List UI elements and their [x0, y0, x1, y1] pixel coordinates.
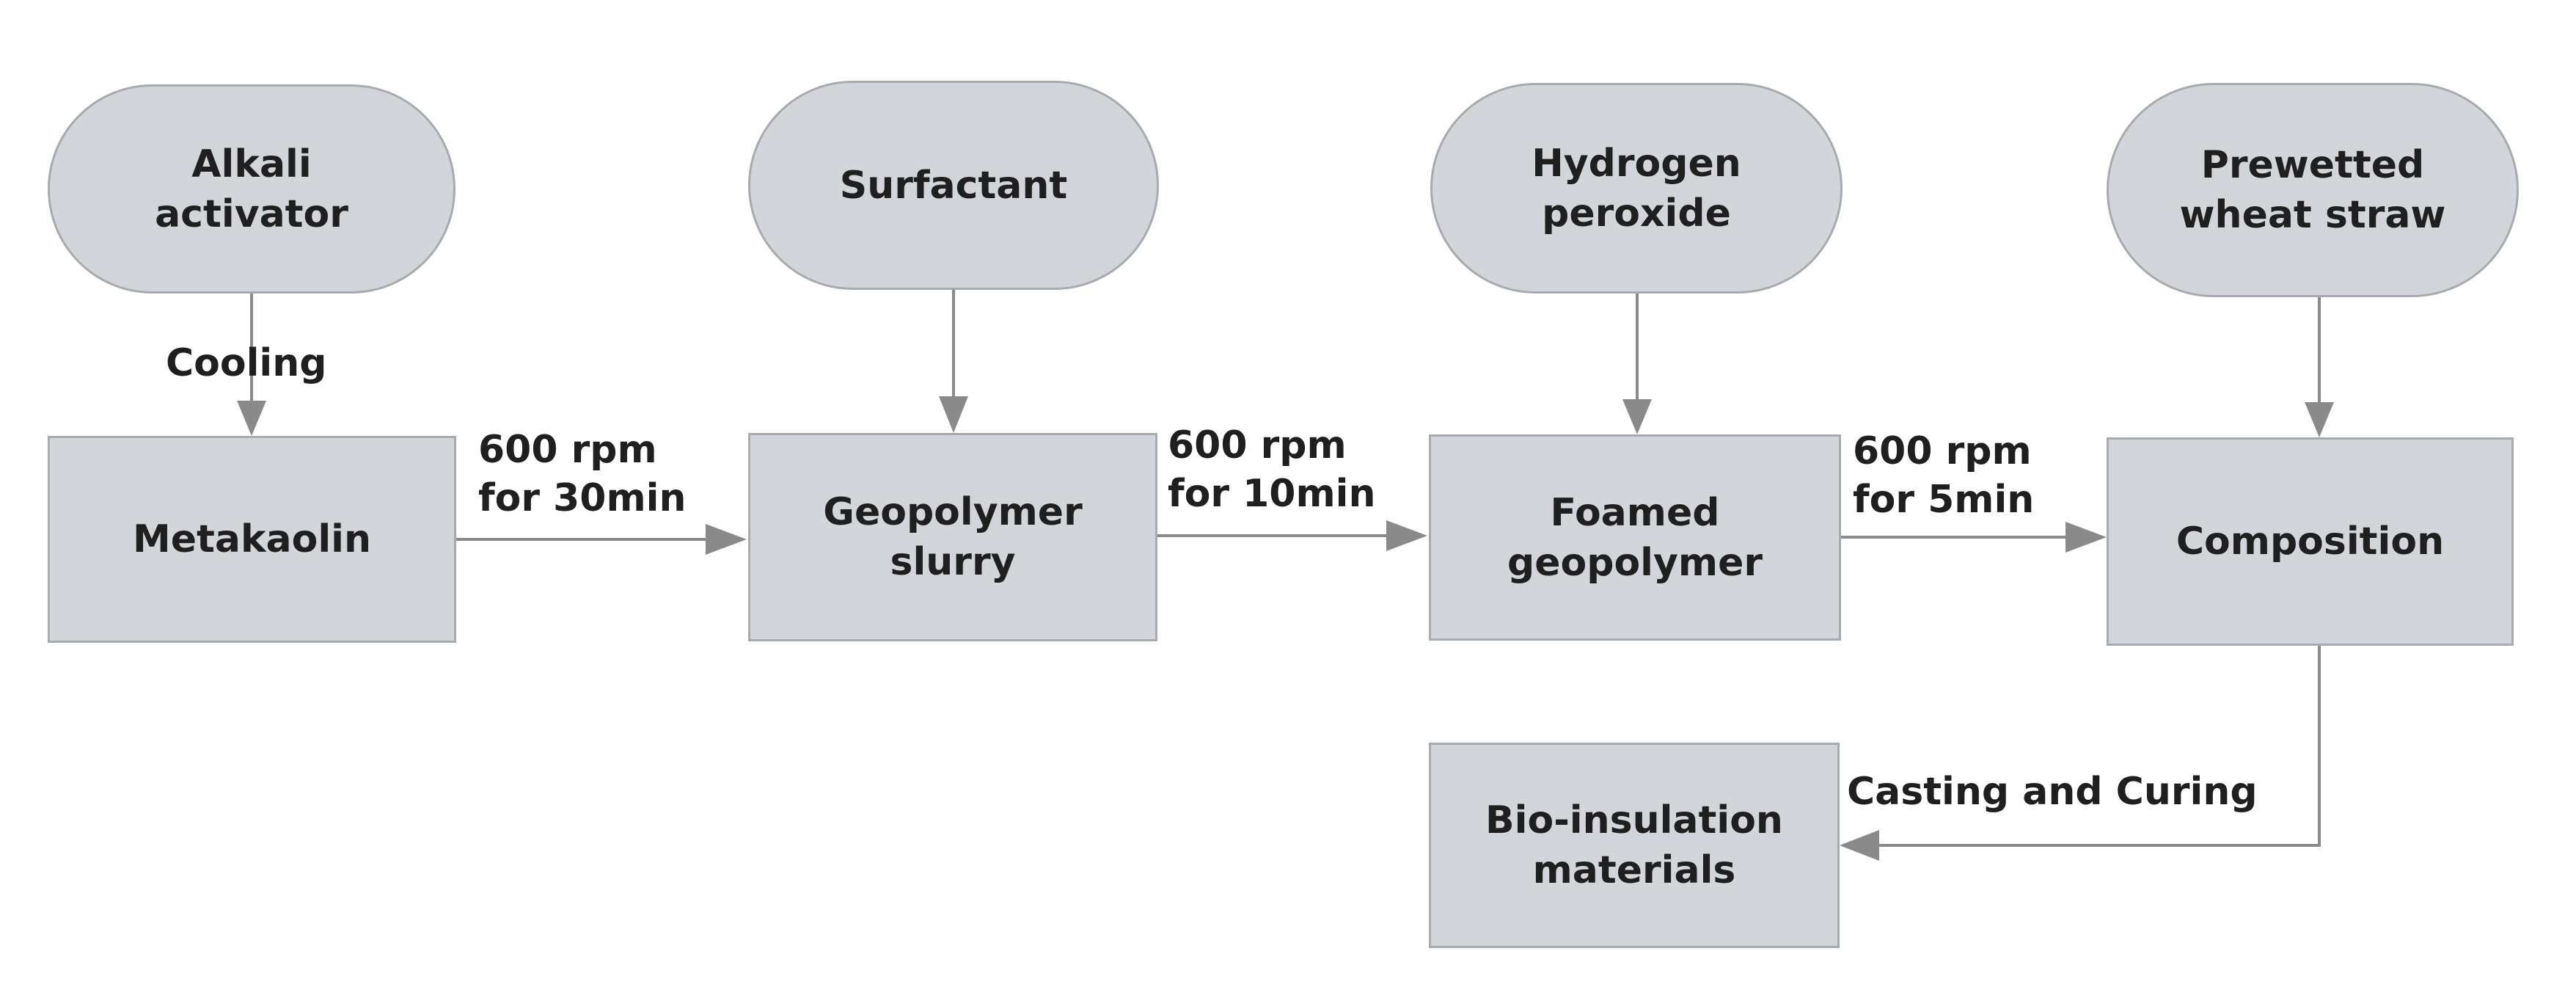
- arrowhead-foamed-to-composition: [2065, 522, 2107, 553]
- node-surfactant: Surfactant: [748, 81, 1159, 290]
- arrowhead-slurry-to-foamed: [1386, 520, 1427, 551]
- arrowhead-peroxide-to-foamed: [1622, 399, 1652, 434]
- node-alkali-activator: Alkali activator: [48, 84, 455, 294]
- node-geopolymer-slurry: Geopolymer slurry: [748, 433, 1157, 641]
- node-bio-insulation-materials: Bio-insulation materials: [1429, 743, 1840, 948]
- node-hydrogen-peroxide: Hydrogen peroxide: [1430, 83, 1843, 294]
- label-mix-10min: 600 rpm for 10min: [1168, 423, 1376, 516]
- arrowhead-surfactant-to-slurry: [939, 396, 968, 433]
- label-mix-30min: 600 rpm for 30min: [478, 428, 687, 520]
- arrowhead-alkali-to-metakaolin: [237, 401, 266, 436]
- connector-composition-to-bioinsulation: [1879, 646, 2321, 847]
- arrowhead-metakaolin-to-slurry: [706, 524, 747, 555]
- node-composition: Composition: [2107, 437, 2514, 646]
- node-metakaolin: Metakaolin: [48, 436, 456, 643]
- node-foamed-geopolymer: Foamed geopolymer: [1429, 434, 1841, 641]
- label-mix-5min: 600 rpm for 5min: [1853, 429, 2035, 522]
- label-casting-and-curing: Casting and Curing: [1847, 770, 2258, 814]
- node-prewetted-wheat-straw: Prewetted wheat straw: [2107, 83, 2519, 297]
- label-cooling: Cooling: [166, 341, 327, 385]
- arrowhead-composition-to-bioinsulation: [1840, 830, 1879, 861]
- arrowhead-straw-to-composition: [2305, 402, 2334, 437]
